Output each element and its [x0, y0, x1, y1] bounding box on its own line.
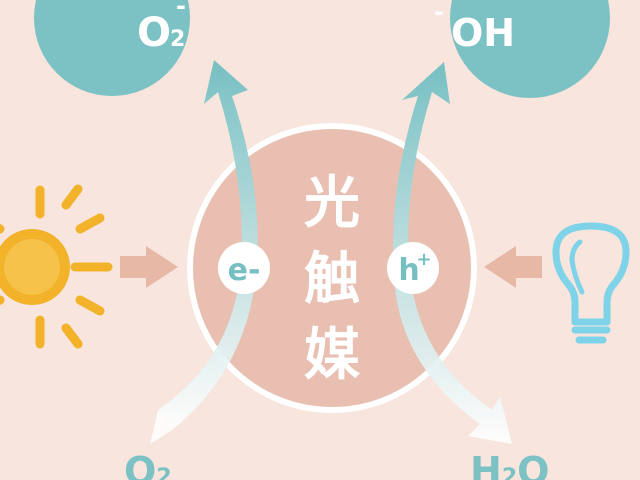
top-right-molecule-charge: -	[434, 0, 444, 26]
hole-badge	[387, 242, 439, 294]
electron-lower-tail	[150, 410, 172, 444]
hole-path-arrow	[393, 62, 512, 444]
top-right-molecule-label: OH	[451, 11, 515, 55]
top-left-molecule-charge: -	[176, 0, 186, 20]
bottom-left-molecule-label: O2	[124, 449, 172, 480]
superoxide-bubble	[34, 0, 190, 96]
top-left-molecule-label: O2	[137, 10, 185, 56]
sun-icon	[0, 184, 113, 349]
hole-charge: +	[416, 249, 431, 270]
electron-path-arrow	[158, 60, 258, 430]
photocatalyst-char-3: 媒	[304, 323, 361, 388]
bottom-right-molecule-label: H2O	[470, 449, 549, 480]
photocatalyst-char-2: 触	[304, 247, 360, 312]
electron-label: e-	[228, 253, 261, 288]
electron-badge	[218, 242, 270, 294]
light-bulb-icon	[552, 222, 630, 344]
hole-label: h	[398, 253, 419, 288]
photocatalyst-char-1: 光	[304, 171, 360, 236]
hydroxyl-bubble	[450, 0, 610, 98]
lamplight-arrow	[484, 246, 542, 288]
sunlight-arrow	[120, 246, 178, 288]
